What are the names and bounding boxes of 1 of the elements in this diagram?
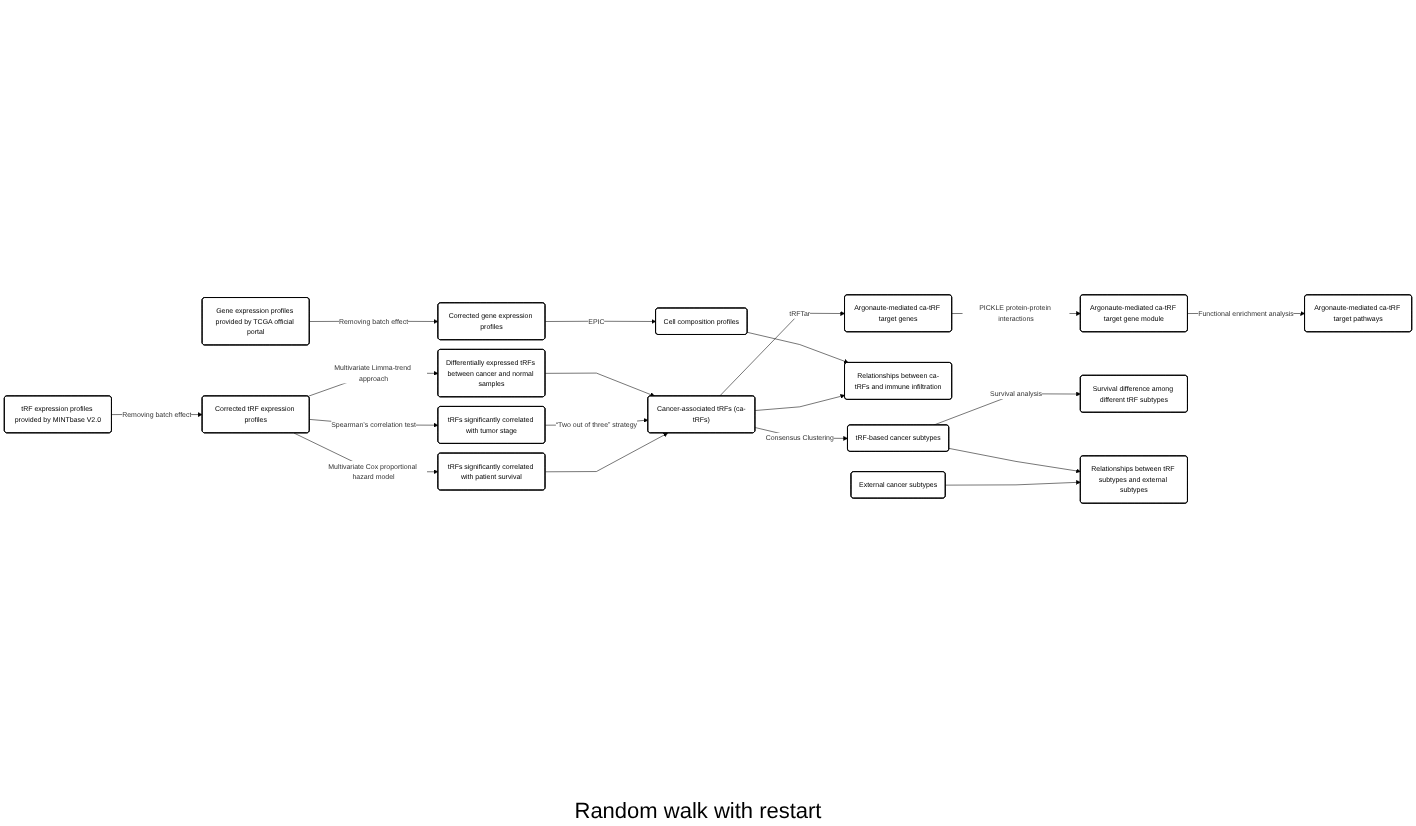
note-text: Random walk with restart bbox=[574, 800, 822, 824]
